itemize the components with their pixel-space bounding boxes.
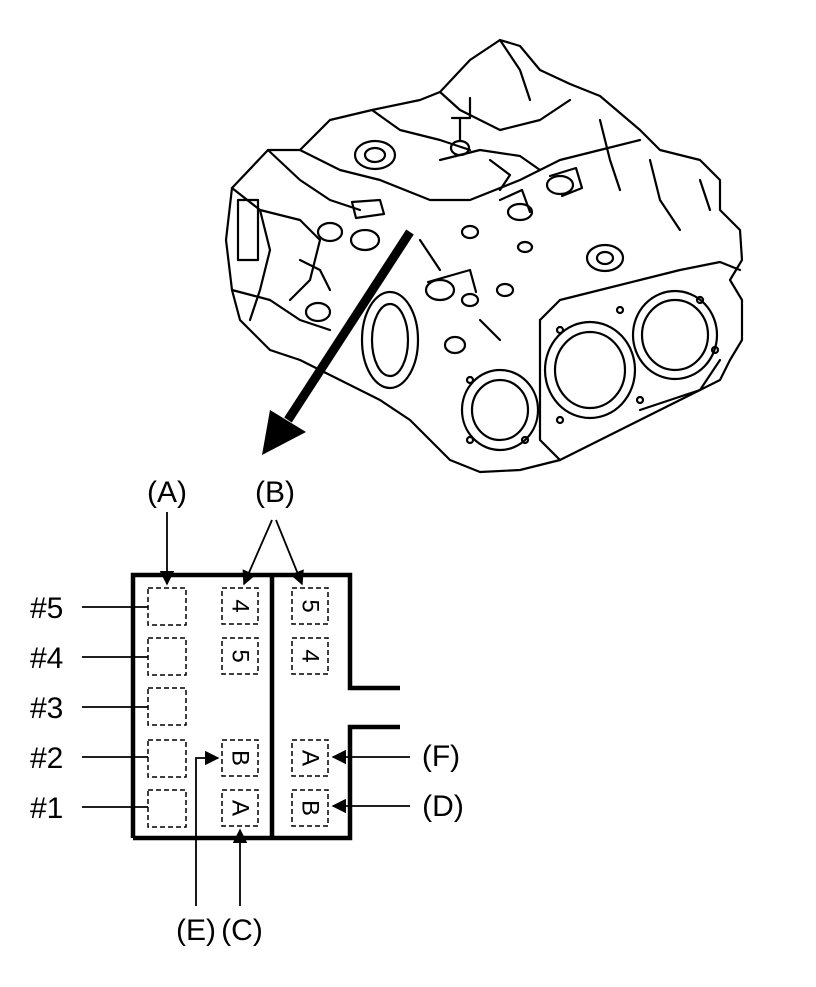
journal-leader-lines: [82, 606, 148, 808]
mark-right-1: 5: [297, 599, 324, 612]
journal-labels: #5 #4 #3 #2 #1: [30, 592, 63, 825]
callout-labels: (A) (B) (C) (D) (E) (F): [147, 476, 464, 947]
journal-label-1: #1: [30, 792, 63, 825]
mark-left-1: 4: [227, 599, 254, 612]
mark-boxes: [221, 587, 329, 827]
journal-label-5: #5: [30, 592, 63, 625]
callout-c: (C): [221, 914, 263, 947]
arrow-e: [195, 750, 220, 906]
journal-label-4: #4: [30, 642, 63, 675]
journal-label-2: #2: [30, 742, 63, 775]
callout-f: (F): [422, 740, 460, 773]
journal-box-4: [147, 637, 187, 676]
detail-outline: [130, 572, 400, 841]
marks-left-column: 4 5 B A: [227, 599, 254, 816]
journal-box-3: [147, 687, 187, 726]
callout-e: (E): [176, 914, 216, 947]
journal-label-3: #3: [30, 692, 63, 725]
mark-right-3: A: [297, 750, 324, 766]
engine-block-illustration: [224, 38, 744, 474]
mark-left-2: 5: [227, 649, 254, 662]
journal-box-5: [147, 587, 187, 626]
mark-right-4: B: [297, 800, 324, 816]
journal-box-2: [147, 739, 187, 778]
callout-d: (D): [422, 790, 464, 823]
mark-right-2: 4: [297, 649, 324, 662]
arrow-b-right: [275, 519, 304, 586]
marks-right-column: 5 4 A B: [297, 599, 324, 816]
arrow-b-left: [242, 519, 273, 586]
mark-left-4: A: [227, 800, 254, 816]
mark-left-3: B: [227, 750, 254, 766]
callout-b: (B): [255, 476, 295, 509]
journal-box-1: [147, 789, 187, 828]
callout-arrows: [159, 512, 410, 906]
journal-boxes: [147, 587, 187, 828]
callout-a: (A): [147, 476, 187, 509]
pointer-arrow: [262, 229, 414, 455]
